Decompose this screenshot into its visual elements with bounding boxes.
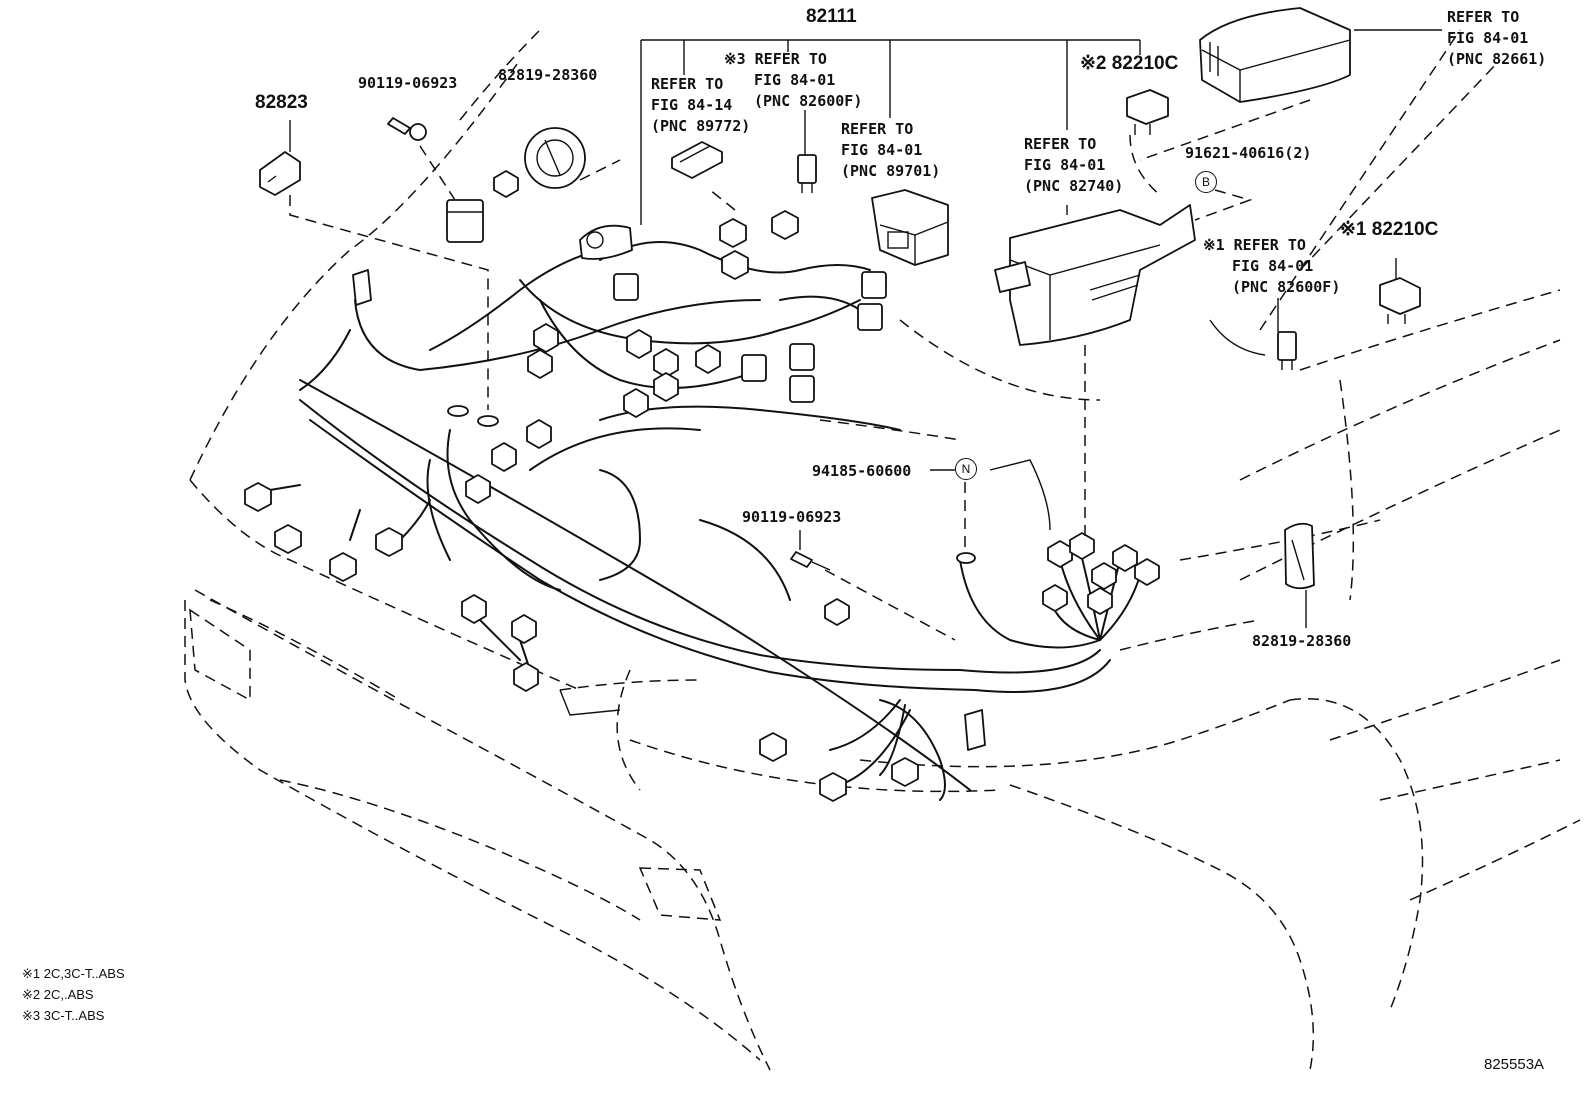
callout-line-3: (PNC 82661)	[1447, 50, 1547, 68]
label-main-part: 82111	[806, 6, 857, 27]
label-grommet-right: 82819-28360	[1252, 632, 1352, 650]
callout-line-3: (PNC 82600F)	[1232, 278, 1341, 296]
label-bolt-top: 90119-06923	[358, 74, 458, 92]
callout-line-1: ※1 REFER TO	[1203, 236, 1306, 254]
callout-line-1: REFER TO	[1447, 8, 1520, 26]
label-bolt-mid: 90119-06923	[742, 508, 842, 526]
callout-line-2: FIG 84-01	[1232, 257, 1314, 275]
label-grommet-top: 82819-28360	[498, 66, 598, 84]
callout-line-3: (PNC 89772)	[651, 117, 751, 135]
leader-lines	[289, 29, 1442, 641]
label-94185: 94185-60600	[812, 462, 912, 480]
footnote-3: ※3 3C-T..ABS	[22, 1008, 105, 1023]
callout-line-2: FIG 84-01	[841, 141, 923, 159]
callout-line-2: FIG 84-01	[1447, 29, 1529, 47]
callout-line-1: REFER TO	[651, 75, 724, 93]
circle-n-marker: N	[955, 458, 977, 480]
wire-harness	[269, 241, 1141, 801]
callout-line-1: ※3 REFER TO	[724, 50, 827, 68]
label-82210c-1: ※1 82210C	[1340, 219, 1439, 240]
figure-id: 825553A	[1484, 1056, 1545, 1073]
callout-line-2: FIG 84-01	[1024, 156, 1106, 174]
circle-b-marker: B	[1195, 171, 1217, 193]
callout-line-2: FIG 84-14	[651, 96, 733, 114]
callout-line-2: FIG 84-01	[754, 71, 836, 89]
callout-line-3: (PNC 89701)	[841, 162, 941, 180]
callout-line-1: REFER TO	[1024, 135, 1097, 153]
parts	[259, 7, 1421, 751]
callout-line-3: (PNC 82740)	[1024, 177, 1124, 195]
label-91621: 91621-40616(2)	[1185, 144, 1312, 162]
footnote-2: ※2 2C,.ABS	[22, 987, 94, 1002]
callout-line-3: (PNC 82600F)	[754, 92, 863, 110]
connectors	[244, 170, 1160, 802]
label-82823: 82823	[255, 92, 308, 113]
footnote-1: ※1 2C,3C-T..ABS	[22, 966, 125, 981]
label-82210c-2: ※2 82210C	[1080, 53, 1179, 74]
callout-line-1: REFER TO	[841, 120, 914, 138]
